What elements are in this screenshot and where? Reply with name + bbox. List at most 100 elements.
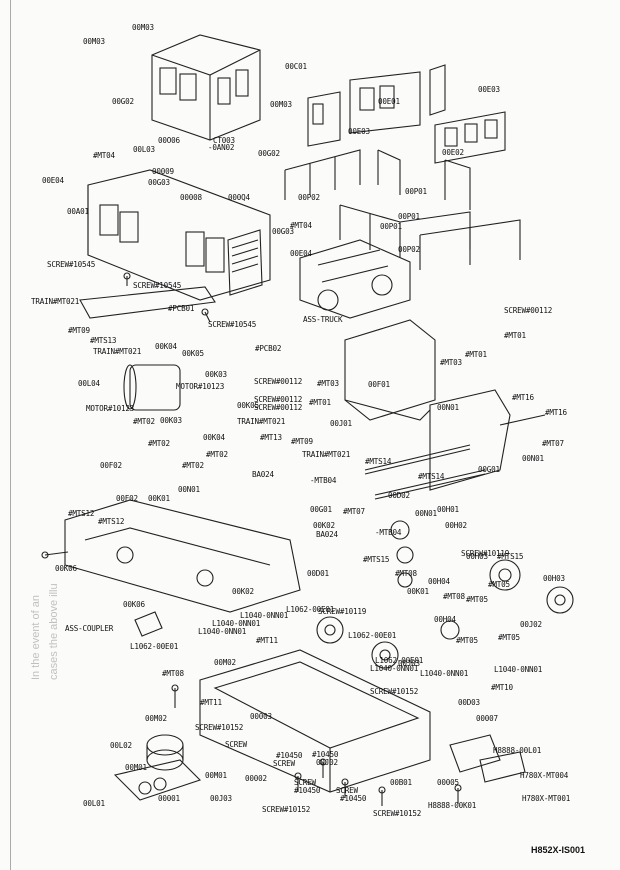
part-callout: L1062-00E01: [286, 605, 335, 614]
part-callout: TRAIN#MT021: [302, 450, 351, 459]
part-callout: 00P01: [405, 187, 427, 196]
part-callout: 00N01: [415, 509, 437, 518]
part-callout: SCREW#10152: [195, 723, 244, 732]
part-callout: H780X-MT004: [520, 771, 569, 780]
part-callout: H8888-00L01: [493, 746, 542, 755]
part-callout: SCREW: [336, 786, 358, 795]
part-callout: 00K03: [160, 416, 182, 425]
part-callout: MOTOR#10123: [86, 404, 135, 413]
part-callout: 00N01: [437, 403, 459, 412]
part-callout: #MTS15: [497, 552, 524, 561]
part-callout: 00B01: [390, 778, 412, 787]
part-callout: #PCB01: [168, 304, 195, 313]
part-callout: 00K03: [205, 370, 227, 379]
part-callout: SCREW#10545: [208, 320, 257, 329]
part-callout: 00P01: [398, 212, 420, 221]
part-callout: SCREW: [273, 759, 295, 768]
part-callout: #MT02: [148, 439, 170, 448]
part-callout: 00L01: [83, 799, 105, 808]
part-callout: #MT05: [466, 595, 488, 604]
part-callout: #MT09: [68, 326, 90, 335]
railing-parts: [284, 149, 521, 270]
hood-body-part: [87, 169, 271, 301]
part-callout: #MTS15: [363, 555, 390, 564]
part-callout: 00005: [437, 778, 459, 787]
part-callout: #MT03: [440, 358, 462, 367]
lower-parts: [113, 611, 526, 801]
part-callout: 00C01: [285, 62, 307, 71]
part-callout: 00G02: [112, 97, 134, 106]
part-callout: 00H02: [445, 521, 467, 530]
part-callout: #MT07: [542, 439, 564, 448]
part-callout: SCREW#10545: [133, 281, 182, 290]
part-callout: 00M03: [83, 37, 105, 46]
part-callout: -MTB04: [310, 476, 337, 485]
part-callout: SCREW#00112: [504, 306, 553, 315]
part-callout: 00M01: [125, 763, 147, 772]
part-callout: 00K05: [182, 349, 204, 358]
part-callout: L1040-0NN01: [494, 665, 543, 674]
part-callout: 00M01: [205, 771, 227, 780]
part-callout: CT003: [213, 136, 235, 145]
part-callout: SCREW#10152: [373, 809, 422, 818]
part-callout: 00L02: [110, 741, 132, 750]
part-callout: 00P02: [298, 193, 320, 202]
part-callout: #MT16: [512, 393, 534, 402]
part-callout: 00007: [476, 714, 498, 723]
part-callout: 00K04: [155, 342, 177, 351]
part-callout: #MT01: [465, 350, 487, 359]
part-callout: 00M03: [132, 23, 154, 32]
part-callout: 00K05: [237, 401, 259, 410]
part-callout: 00K01: [148, 494, 170, 503]
part-callout: ASS-TRUCK: [303, 315, 343, 324]
part-callout: #MTS12: [68, 509, 95, 518]
part-callout: #10450: [294, 786, 321, 795]
part-callout: 00008: [180, 193, 202, 202]
part-callout: 00J02: [520, 620, 542, 629]
part-callout: 00J02: [316, 758, 338, 767]
part-callout: #MT08: [162, 669, 184, 678]
part-callout: 00J03: [398, 659, 420, 668]
part-callout: SCREW#10119: [318, 607, 367, 616]
part-callout: #MT10: [491, 683, 513, 692]
part-callout: L1040-0NN01: [240, 611, 289, 620]
part-callout: 00J01: [330, 419, 352, 428]
part-callout: #10450: [312, 750, 339, 759]
part-callout: 00009: [152, 167, 174, 176]
part-callout: #MT09: [291, 437, 313, 446]
gear-parts: [316, 520, 574, 669]
document-code: H852X-IS001: [531, 845, 586, 855]
part-callout: 00K06: [55, 564, 77, 573]
part-callout: 00K06: [123, 600, 145, 609]
part-callout: 00E03: [478, 85, 500, 94]
part-callout: 00G01: [478, 465, 500, 474]
part-callout: 00K01: [407, 587, 429, 596]
part-callout: 00N01: [178, 485, 200, 494]
part-callout: 00E03: [348, 127, 370, 136]
part-callout: 00002: [245, 774, 267, 783]
part-callout: 00P01: [380, 222, 402, 231]
part-callout: #MTS14: [365, 457, 392, 466]
part-callout: 00P02: [398, 245, 420, 254]
part-callout: 00F01: [368, 380, 390, 389]
part-callout: 00K02: [232, 587, 254, 596]
part-callout: L1040-0NN01: [370, 664, 419, 673]
part-callout: 00H01: [437, 505, 459, 514]
part-callout: TRAIN#MT021: [31, 297, 80, 306]
part-callout: L1040-0NN01: [420, 669, 469, 678]
part-callout: L1062-00E01: [375, 656, 424, 665]
part-callout: 00003: [250, 712, 272, 721]
part-callout: 00G01: [310, 505, 332, 514]
part-callout: MOTOR#10123: [176, 382, 225, 391]
part-callout: 00H03: [543, 574, 565, 583]
part-callout: #MT02: [206, 450, 228, 459]
part-callout: 00F02: [100, 461, 122, 470]
part-callout: SCREW#10545: [47, 260, 96, 269]
pcb-plate-part: [79, 286, 216, 319]
part-callout: #MT08: [395, 569, 417, 578]
part-callout: 00E04: [42, 176, 64, 185]
part-callout: 00D02: [388, 491, 410, 500]
part-callout: 00N01: [522, 454, 544, 463]
